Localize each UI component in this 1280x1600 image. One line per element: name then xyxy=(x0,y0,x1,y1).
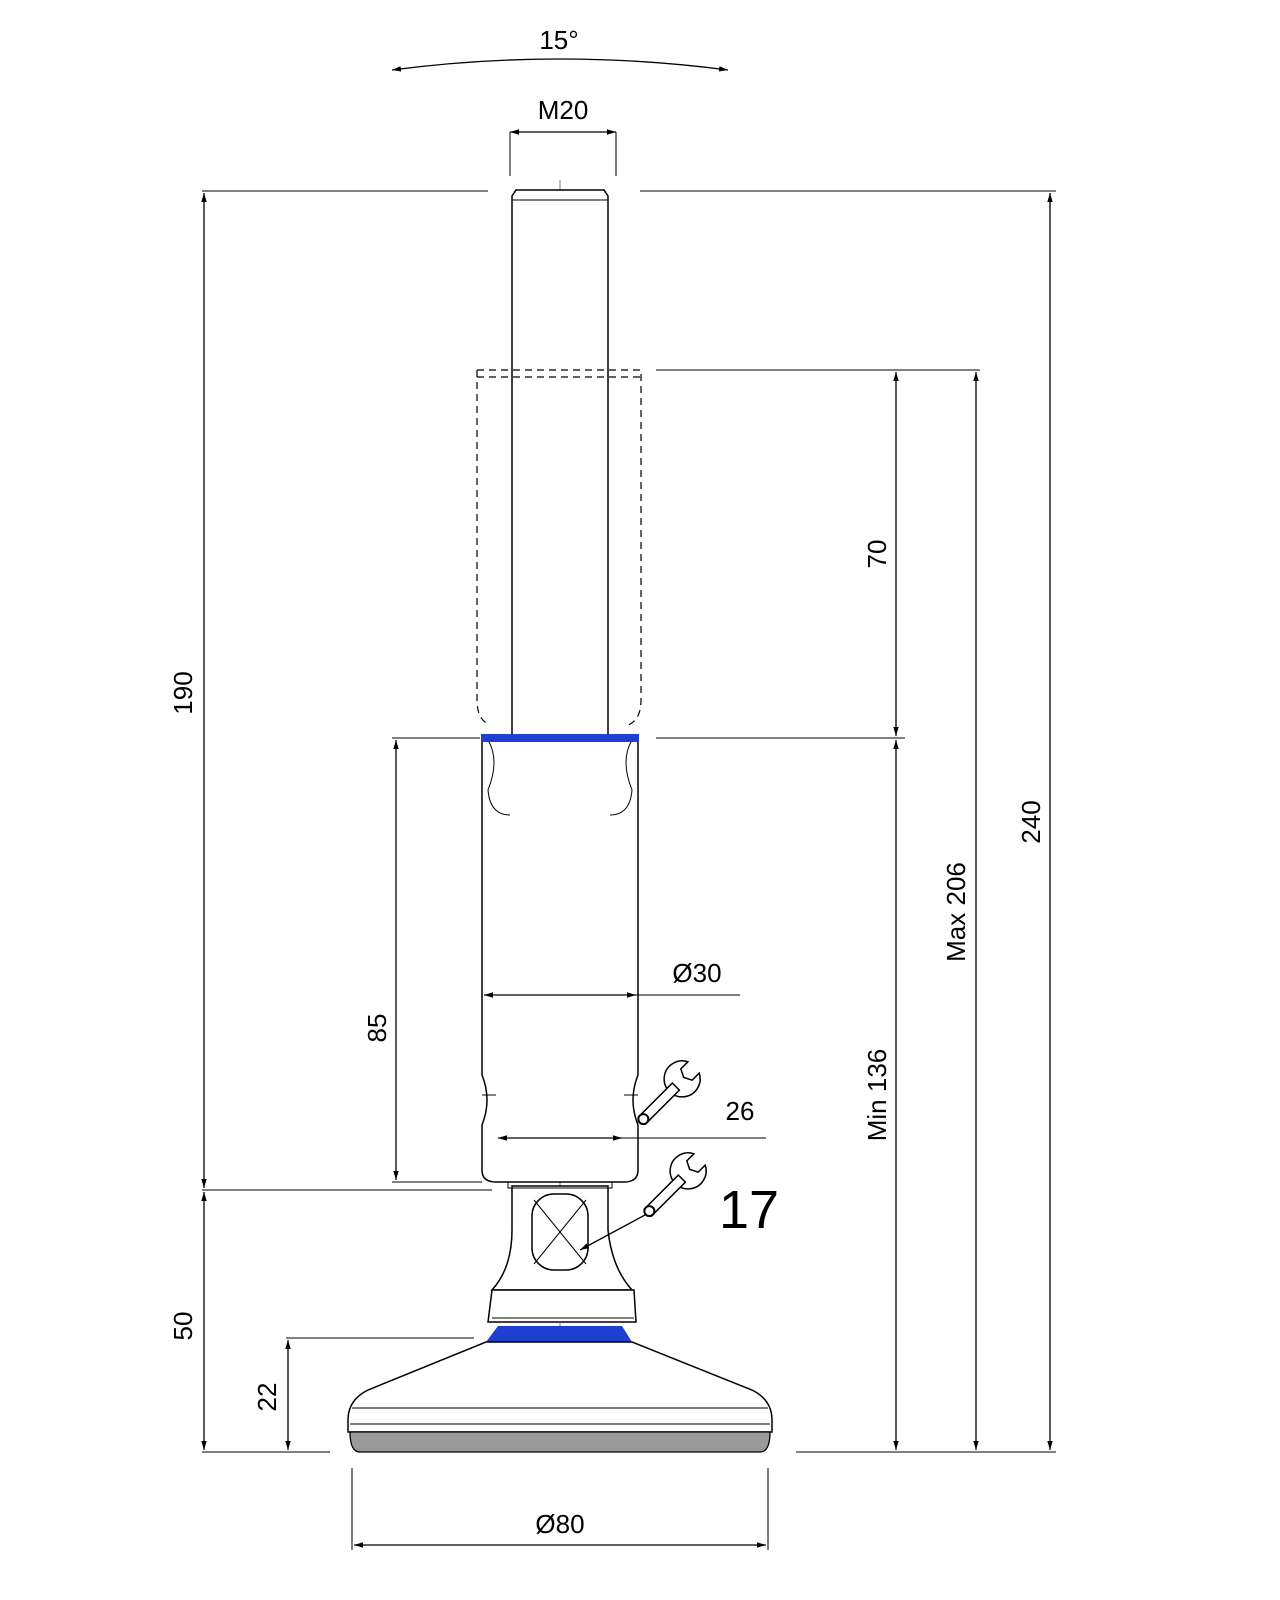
body-diameter-label: Ø30 xyxy=(672,958,721,988)
wrench-26-label: 26 xyxy=(726,1096,755,1126)
seal-ring xyxy=(486,1326,632,1342)
base-height-label: 50 xyxy=(168,1312,198,1341)
dimension-angle: 15° xyxy=(391,25,729,72)
dimension-foot-height: 22 xyxy=(252,1340,291,1450)
thread-label: M20 xyxy=(538,95,589,125)
dimension-max-height: Max 206 xyxy=(941,372,979,1450)
dimension-stroke: 70 xyxy=(862,372,899,736)
stroke-label: 70 xyxy=(862,540,892,569)
rubber-pad xyxy=(349,1431,771,1453)
foot-base xyxy=(347,1341,773,1453)
dimension-min-height: Min 136 xyxy=(862,740,899,1450)
total-height-label: 240 xyxy=(1016,800,1046,843)
body-length-label: 85 xyxy=(362,1014,392,1043)
dimension-wrench-17: 17 xyxy=(579,1152,779,1251)
angle-label: 15° xyxy=(539,25,578,55)
dimension-housing-length: 190 xyxy=(168,193,207,1188)
foot-diameter-label: Ø80 xyxy=(535,1509,584,1539)
dimension-body-diameter: Ø30 xyxy=(484,958,740,998)
dimension-total-height: 240 xyxy=(1016,193,1053,1450)
housing-body xyxy=(481,734,639,1183)
ball-joint xyxy=(486,1181,637,1342)
foot-height-label: 22 xyxy=(252,1383,282,1412)
wrench-icon xyxy=(643,1152,707,1218)
dimension-base-height: 50 xyxy=(168,1192,207,1450)
dimension-foot-diameter: Ø80 xyxy=(351,1468,769,1550)
dimension-wrench-26: 26 xyxy=(498,1060,766,1141)
housing-length-label: 190 xyxy=(168,671,198,714)
min-height-label: Min 136 xyxy=(862,1049,892,1142)
max-height-label: Max 206 xyxy=(941,862,971,962)
threaded-spindle xyxy=(511,189,609,741)
dimension-thread: M20 xyxy=(509,95,617,176)
seal-ring xyxy=(481,734,639,742)
wrench-icon xyxy=(637,1060,701,1126)
dimension-body-length: 85 xyxy=(362,740,399,1180)
wrench-17-label: 17 xyxy=(719,1180,779,1240)
